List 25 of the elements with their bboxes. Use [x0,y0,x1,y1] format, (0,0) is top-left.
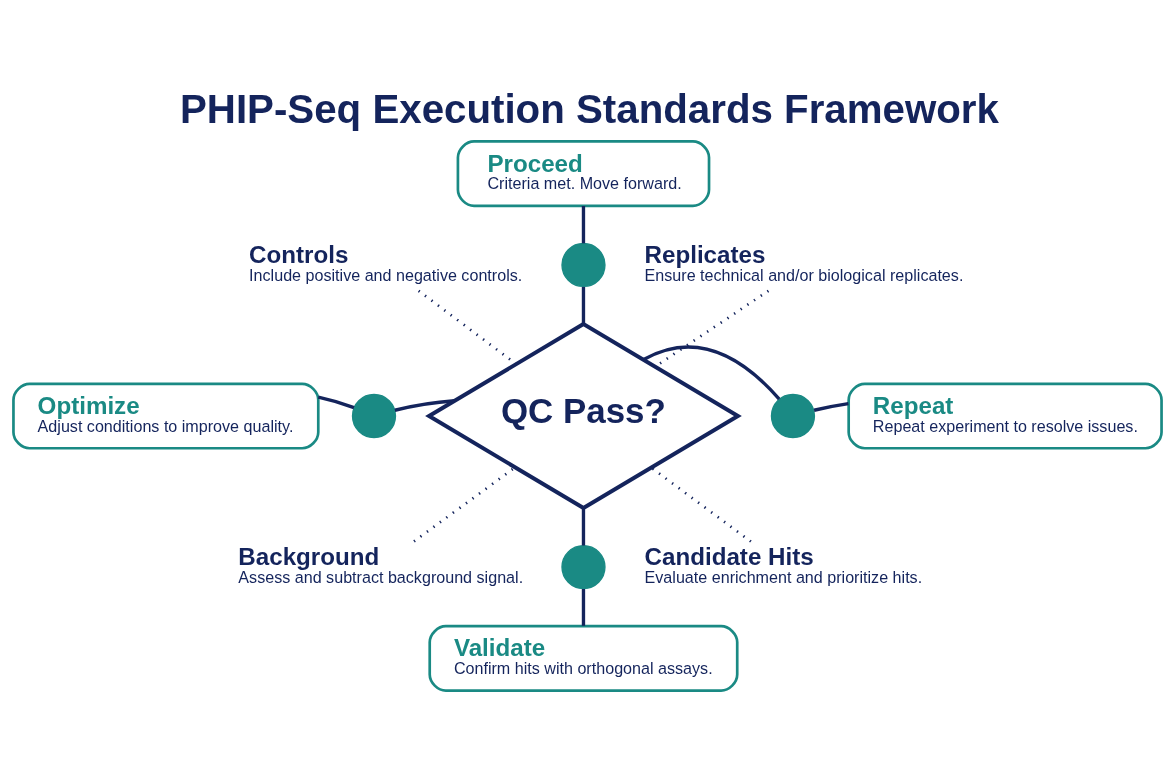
node-circle [770,393,816,439]
connector [581,508,586,546]
node-text: Replicates Ensure technical and/or biological replicates. [644,240,964,284]
node-text: Candidate Hits Evaluate enrichment and prioritize hits. [644,542,923,586]
node-circle [561,544,606,590]
connector [394,399,455,412]
node-box: Proceed Criteria met. Move forward. [456,140,711,208]
node-circle [351,393,397,439]
node-box: Validate Confirm hits with orthogonal assays. [428,624,739,692]
connector [650,466,752,543]
node-text: Controls Include positive and negative controls. [249,240,523,284]
connector [581,206,586,244]
node-diamond: QC Pass? [425,321,742,511]
node-text: Background Assess and subtract background signal. [238,542,524,586]
node-box: Optimize Adjust conditions to improve quality. [12,382,320,450]
node-box: Repeat Repeat experiment to resolve issues. [847,382,1163,450]
connector [413,466,516,543]
connector [417,289,517,366]
connector [581,286,586,324]
diagram-title: PHIP-Seq Execution Standards Framework [179,86,999,132]
connector [642,345,781,401]
node-circle [561,242,606,288]
connector [317,395,355,410]
connector [813,401,849,412]
connector [581,589,586,626]
